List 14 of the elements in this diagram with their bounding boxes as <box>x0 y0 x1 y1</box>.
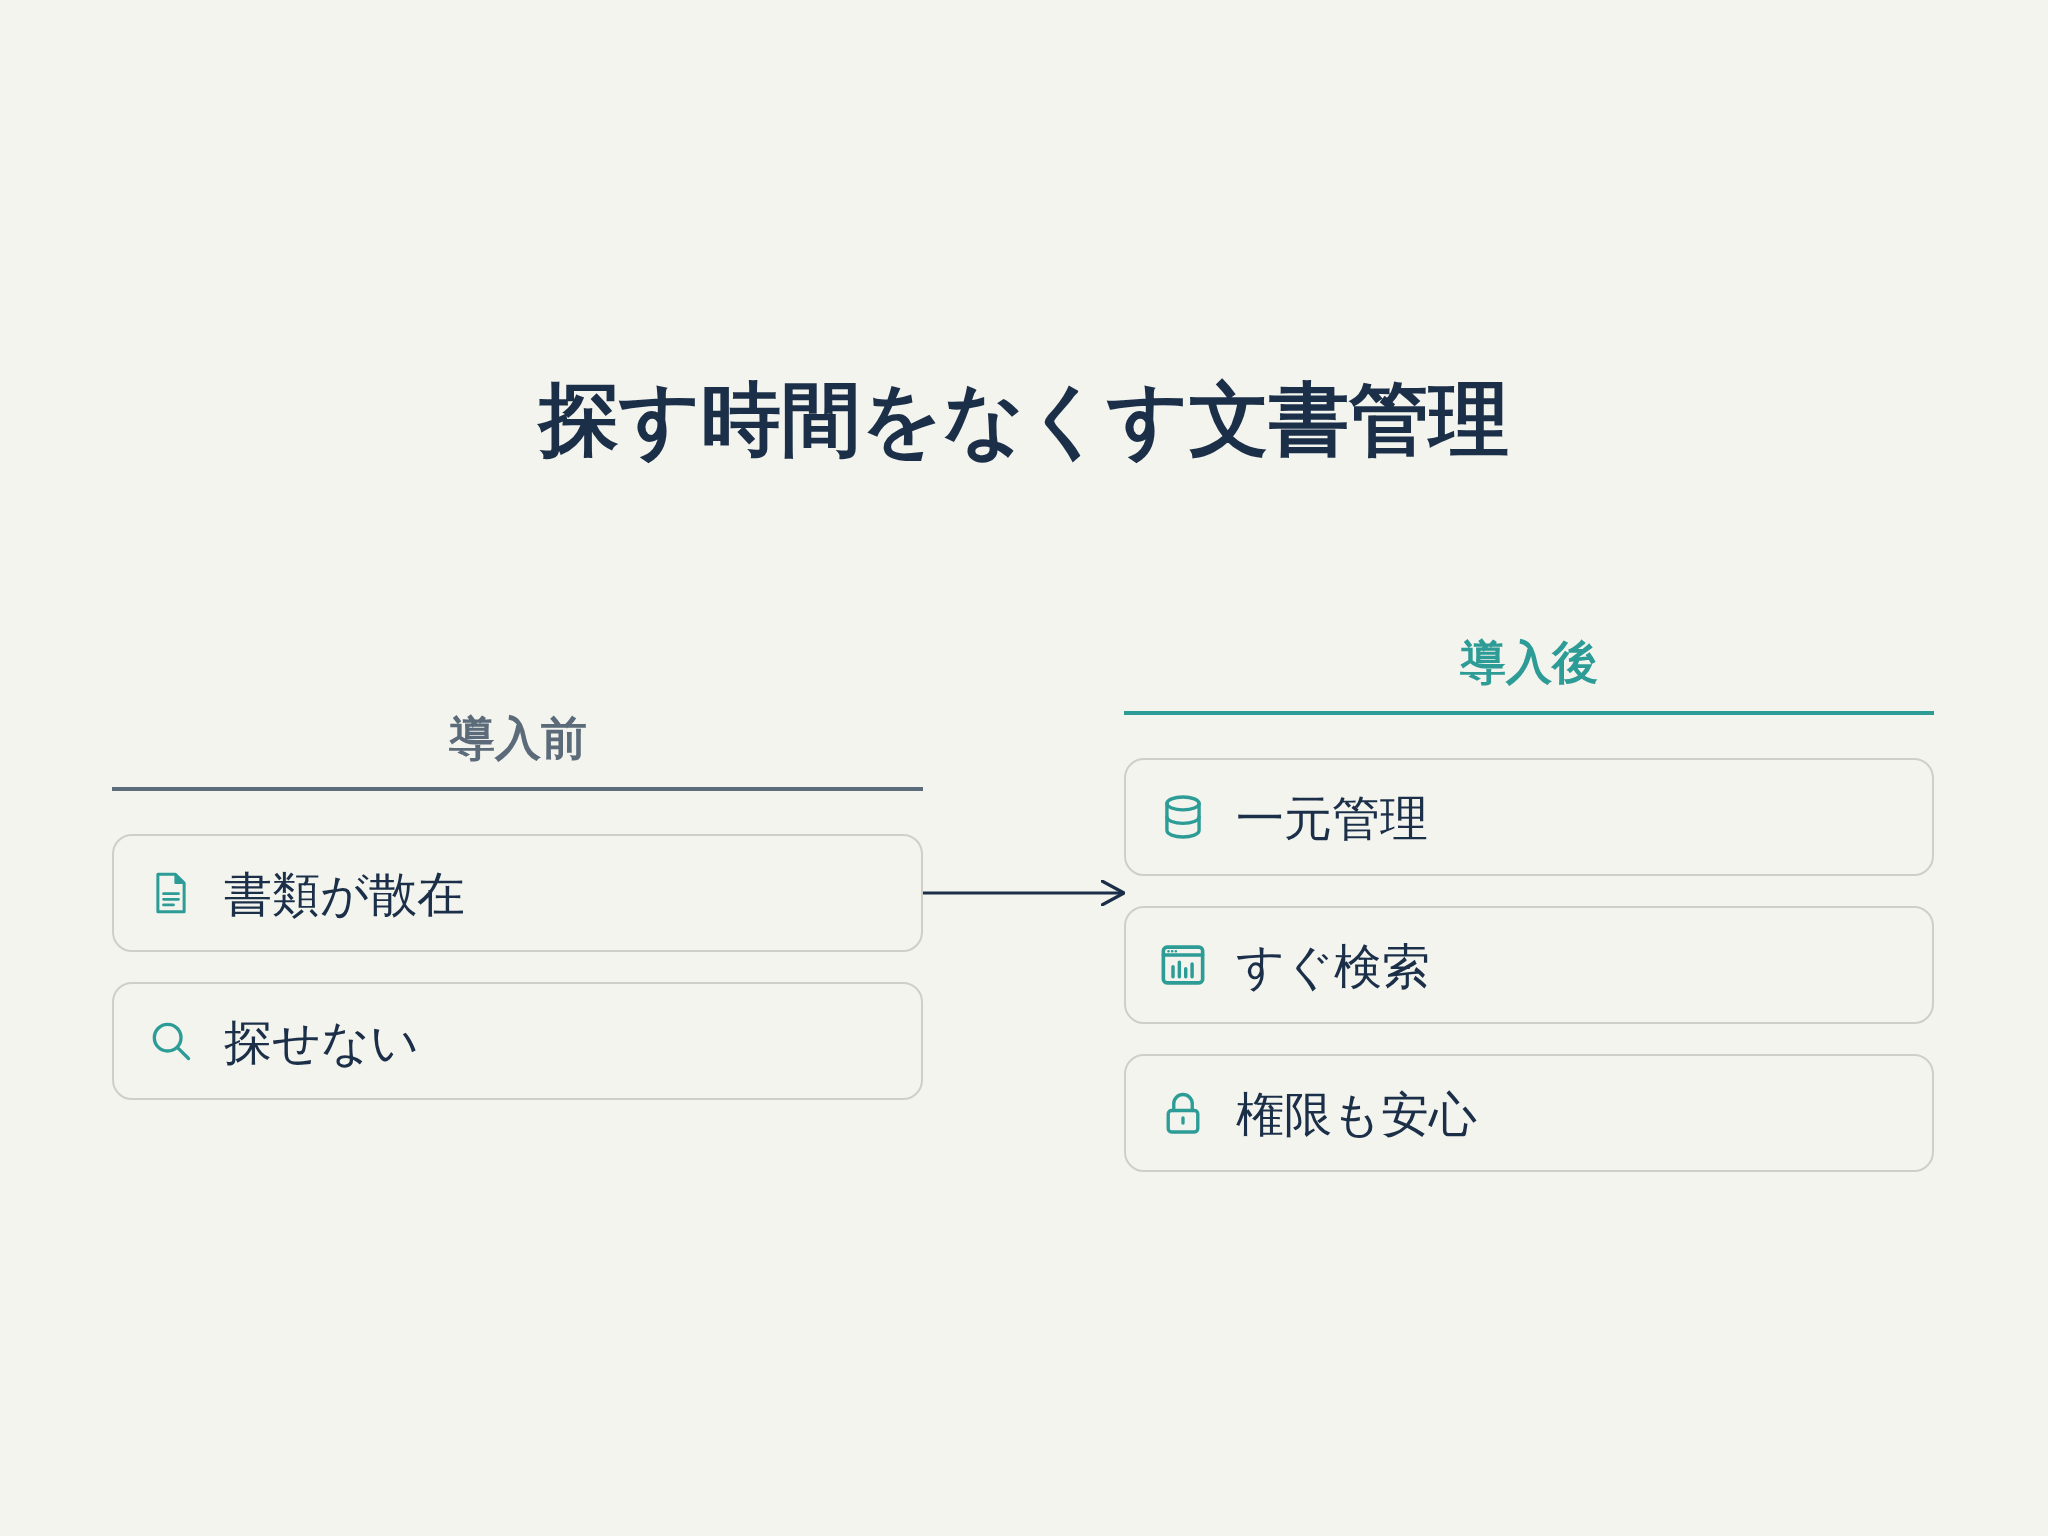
title: 探す時間をなくす文書管理 <box>539 372 1509 468</box>
item-label: 探せない <box>224 1013 419 1071</box>
column-heading: 導入後 <box>1460 634 1598 691</box>
arrow <box>923 879 1126 907</box>
item-card <box>1124 906 1934 1024</box>
item-card <box>112 982 923 1100</box>
item-label: 書類が散在 <box>224 865 465 923</box>
item-card <box>112 834 923 952</box>
item-label: 一元管理 <box>1236 789 1428 847</box>
item-card <box>1124 1054 1934 1172</box>
item-label: 権限も安心 <box>1236 1085 1477 1143</box>
item-card <box>1124 758 1934 876</box>
item-label: すぐ検索 <box>1236 937 1430 995</box>
column-heading: 導入前 <box>448 710 587 767</box>
